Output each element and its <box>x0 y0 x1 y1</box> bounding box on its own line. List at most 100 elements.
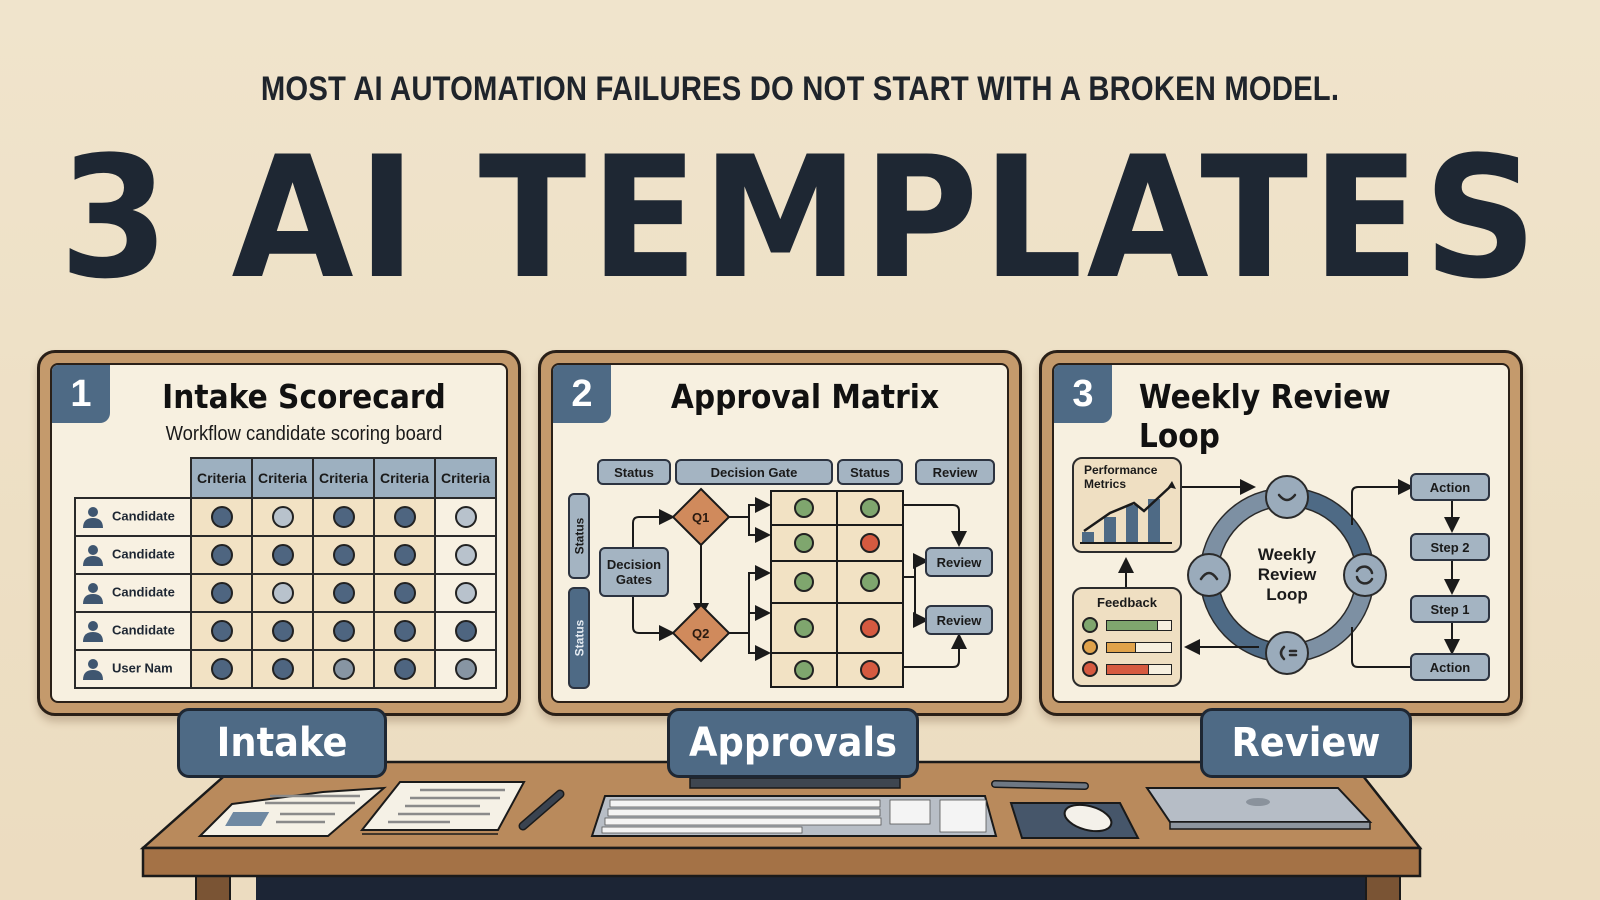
table-row: User Nam <box>74 649 497 689</box>
gate-q2-label: Q2 <box>692 626 710 641</box>
status-dot-red-icon <box>860 618 880 638</box>
column-header: Criteria <box>312 457 375 499</box>
header-pill-status: Status <box>597 459 671 485</box>
performance-metrics-label: Performance Metrics <box>1084 463 1158 491</box>
mousepad <box>1009 802 1140 839</box>
score-cell <box>373 573 436 613</box>
panel-screen: 2 Approval Matrix Status Decision Gate S… <box>551 363 1009 703</box>
table-row: Candidate <box>74 535 497 575</box>
panel-number-badge: 3 <box>1054 365 1112 423</box>
score-cell <box>434 649 497 689</box>
score-cell <box>434 535 497 575</box>
panel-screen: 3 Weekly Review Loop Performance Metrics… <box>1052 363 1510 703</box>
bar-chart-icon <box>1080 481 1176 544</box>
score-dot-icon <box>454 544 477 566</box>
review-box: Review <box>925 605 993 635</box>
panel-title: Intake Scorecard <box>162 377 446 416</box>
score-dot-icon <box>393 544 416 566</box>
feedback-dot-icon <box>1082 639 1098 655</box>
table-row: Candidate <box>74 497 497 537</box>
score-cell <box>190 611 253 651</box>
performance-metrics-card: Performance Metrics <box>1072 457 1182 553</box>
score-cell <box>251 611 314 651</box>
score-cell <box>251 573 314 613</box>
score-dot-icon <box>210 506 233 528</box>
feedback-bar <box>1106 642 1172 653</box>
score-cell <box>190 649 253 689</box>
loop-center-label: Weekly Review Loop <box>1257 545 1317 604</box>
score-dot-icon <box>454 620 477 642</box>
score-dot-icon <box>393 620 416 642</box>
score-cell <box>312 573 375 613</box>
candidate-name: Candidate <box>112 508 175 524</box>
score-dot-icon <box>332 582 355 604</box>
score-dot-icon <box>210 544 233 566</box>
pen <box>518 789 565 831</box>
score-cell <box>434 611 497 651</box>
person-icon <box>83 583 103 604</box>
score-cell <box>190 497 253 537</box>
panel-number-badge: 1 <box>52 365 110 423</box>
score-cell <box>251 497 314 537</box>
panel-number-badge: 2 <box>553 365 611 423</box>
score-dot-icon <box>271 544 294 566</box>
score-cell <box>373 535 436 575</box>
status-dot-green-icon <box>794 618 814 638</box>
feedback-label: Feedback <box>1097 595 1157 610</box>
step-1: Step 1 <box>1410 595 1490 623</box>
score-cell <box>373 649 436 689</box>
status-dot-red-icon <box>860 660 880 680</box>
side-label-status: Status <box>568 587 590 689</box>
feedback-bar <box>1106 664 1172 675</box>
score-cell <box>434 497 497 537</box>
tab-approvals[interactable]: Approvals <box>667 708 919 778</box>
header-pill-decision-gate: Decision Gate <box>675 459 833 485</box>
review-box: Review <box>925 547 993 577</box>
score-cell <box>312 497 375 537</box>
feedback-bar <box>1106 620 1172 631</box>
step-action-bottom: Action <box>1410 653 1490 681</box>
score-dot-icon <box>210 582 233 604</box>
score-dot-icon <box>271 620 294 642</box>
feedback-card: Feedback <box>1072 587 1182 687</box>
candidate-cell: Candidate <box>74 573 192 613</box>
panel-intake-scorecard: 1 Intake Scorecard Workflow candidate sc… <box>37 350 521 716</box>
feedback-dot-icon <box>1082 617 1098 633</box>
score-dot-icon <box>271 658 294 680</box>
score-cell <box>312 535 375 575</box>
panel-title: Approval Matrix <box>670 377 940 416</box>
status-dot-green-icon <box>860 498 880 518</box>
score-cell <box>190 573 253 613</box>
score-dot-icon <box>454 582 477 604</box>
document-sheet <box>197 786 387 837</box>
tab-review[interactable]: Review <box>1200 708 1412 778</box>
score-dot-icon <box>393 582 416 604</box>
status-dot-red-icon <box>860 533 880 553</box>
candidate-cell: Candidate <box>74 535 192 575</box>
candidate-name: User Nam <box>112 660 173 676</box>
header-pill-review: Review <box>915 459 995 485</box>
decision-gates-box: Decision Gates <box>599 547 669 597</box>
panel-weekly-review-loop: 3 Weekly Review Loop Performance Metrics… <box>1039 350 1523 716</box>
feedback-dot-icon <box>1082 661 1098 677</box>
score-cell <box>190 535 253 575</box>
person-icon <box>83 621 103 642</box>
header-pill-status: Status <box>837 459 903 485</box>
score-cell <box>312 649 375 689</box>
status-dot-green-icon <box>794 498 814 518</box>
gate-q1-label: Q1 <box>692 510 710 525</box>
table-corner <box>75 458 191 498</box>
step-action-top: Action <box>1410 473 1490 501</box>
column-header: Criteria <box>373 457 436 499</box>
score-dot-icon <box>210 658 233 680</box>
panel-screen: 1 Intake Scorecard Workflow candidate sc… <box>50 363 508 703</box>
candidate-name: Candidate <box>112 622 175 638</box>
review-loop-diagram <box>1118 475 1460 675</box>
side-label-status: Status <box>568 493 590 579</box>
kicker-text: MOST AI AUTOMATION FAILURES DO NOT START… <box>260 70 1340 108</box>
gate-diamonds <box>671 487 731 663</box>
tab-intake[interactable]: Intake <box>177 708 387 778</box>
step-2: Step 2 <box>1410 533 1490 561</box>
panel-title: Weekly Review Loop <box>1138 377 1391 455</box>
score-cell <box>434 573 497 613</box>
